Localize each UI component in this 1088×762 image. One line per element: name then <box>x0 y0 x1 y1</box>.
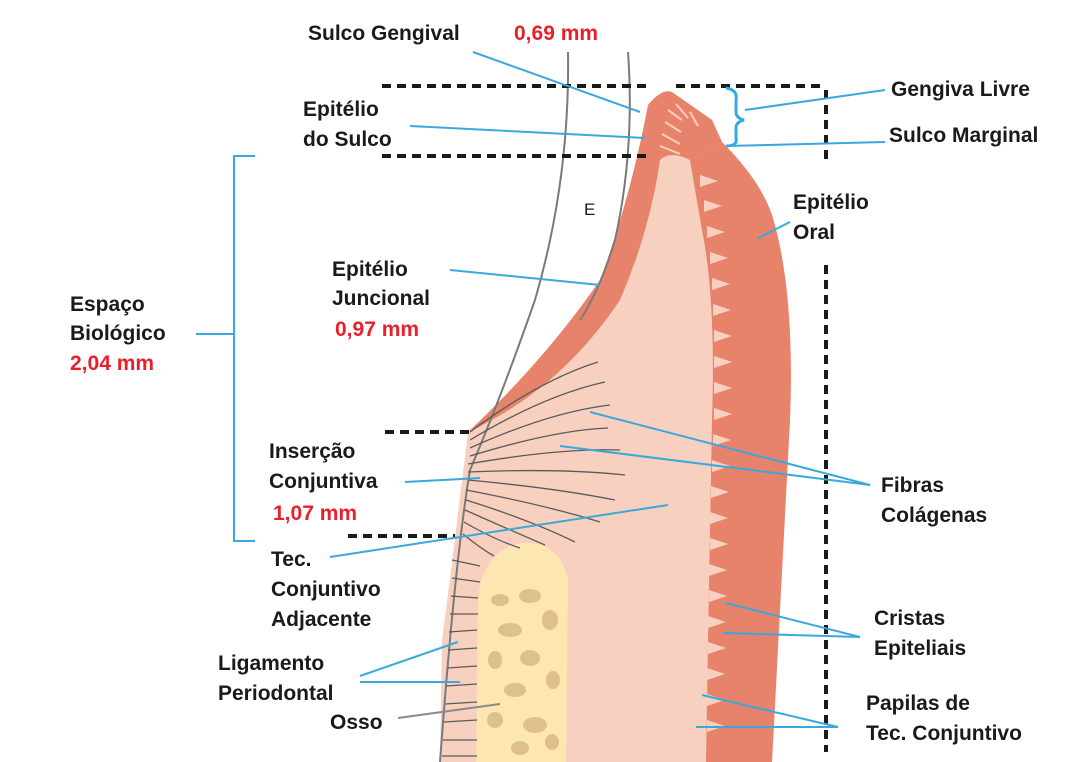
label-insercao-line1: Inserção <box>269 440 356 463</box>
biologic-width-bracket <box>196 155 255 542</box>
tooth-surface-line <box>439 51 570 762</box>
label-epitelio-sulco-line1: Epitélio <box>303 98 379 121</box>
free-gingiva-brace <box>725 86 745 148</box>
label-epitelio-oral-line2: Oral <box>793 221 836 244</box>
label-epitelio-sulco-line2: do Sulco <box>303 128 392 151</box>
alveolar-bone <box>476 542 568 762</box>
label-epitelio-oral-line1: Epitélio <box>793 191 869 214</box>
measure-insercao: 1,07 mm <box>273 502 358 525</box>
label-ligamento-line1: Ligamento <box>218 652 325 675</box>
label-epitelio-juncional-line1: Epitélio <box>332 258 408 281</box>
label-papilas-line1: Papilas de <box>866 692 970 715</box>
label-gengiva-livre: Gengiva Livre <box>891 78 1030 101</box>
label-fibras-line2: Colágenas <box>881 504 988 527</box>
label-esmalte: E <box>584 200 596 219</box>
measure-epitelio-juncional: 0,97 mm <box>335 318 420 341</box>
collagen-fibers <box>462 361 626 557</box>
label-sulco-gengival: Sulco Gengival <box>308 22 460 45</box>
sulcus-epithelium-texture <box>659 103 699 155</box>
enamel-outer-line <box>579 51 631 321</box>
label-tec-adjacente-line2: Conjuntivo <box>271 578 381 601</box>
label-cristas-line2: Epiteliais <box>874 637 967 660</box>
label-sulco-marginal: Sulco Marginal <box>889 124 1039 147</box>
label-osso: Osso <box>330 711 383 734</box>
label-epitelio-juncional-line2: Juncional <box>332 287 431 310</box>
label-fibras-line1: Fibras <box>881 474 945 497</box>
label-papilas-line2: Tec. Conjuntivo <box>866 722 1022 745</box>
label-espaco-biologico-line2: Biológico <box>70 322 166 345</box>
label-ligamento-line2: Periodontal <box>218 682 334 705</box>
label-espaco-biologico-line1: Espaço <box>70 293 145 316</box>
periodontal-ligament-fibers <box>442 559 481 757</box>
bone-leader-line <box>397 703 501 719</box>
label-cristas-line1: Cristas <box>874 607 946 630</box>
label-tec-adjacente-line3: Adjacente <box>271 608 372 631</box>
measure-espaco-biologico: 2,04 mm <box>70 352 155 375</box>
measure-sulco-gengival: 0,69 mm <box>514 22 599 45</box>
label-tec-adjacente-line1: Tec. <box>271 548 312 571</box>
bone-trabeculae <box>487 589 560 755</box>
label-insercao-line2: Conjuntiva <box>269 470 378 493</box>
leader-lines <box>329 51 886 728</box>
dashed-reference-lines <box>348 84 828 752</box>
